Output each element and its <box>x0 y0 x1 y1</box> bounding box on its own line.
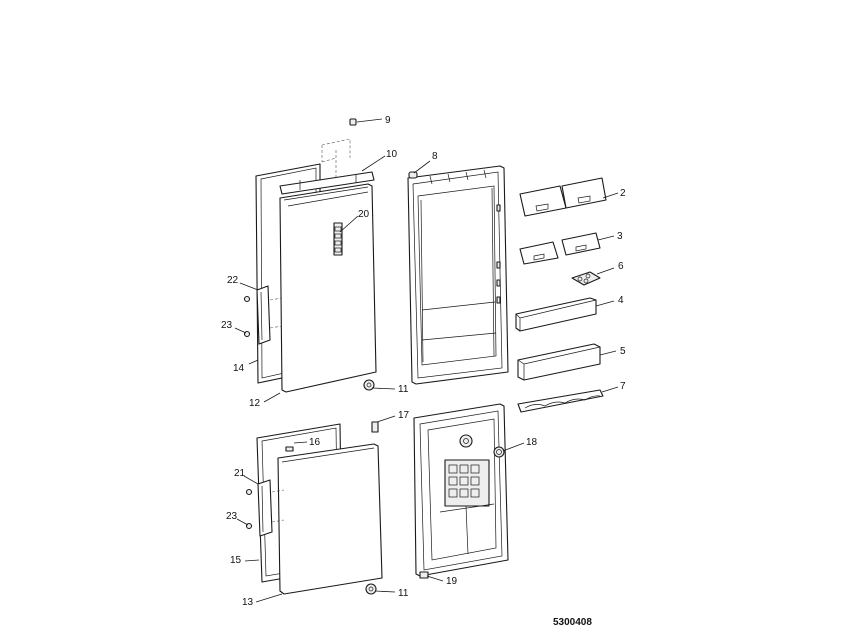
callout-20: 20 <box>358 209 370 220</box>
callout-11-lower: 11 <box>398 588 409 599</box>
part-hinge-guide <box>321 138 351 178</box>
part-lower-door-liner <box>413 403 509 577</box>
callout-16: 16 <box>309 437 321 448</box>
callout-3: 3 <box>617 231 623 242</box>
callout-21: 21 <box>234 468 246 479</box>
callout-4: 4 <box>618 295 624 306</box>
callout-18: 18 <box>526 437 538 448</box>
drawing-reference-number: 5300408 <box>553 617 592 628</box>
callout-2: 2 <box>620 188 626 199</box>
part-23-screws-lower <box>245 488 253 530</box>
part-20-display-panel <box>333 222 343 256</box>
callout-labels: 9 10 8 2 20 3 6 22 4 23 5 14 11 12 7 17 … <box>221 115 626 608</box>
part-9-cap <box>349 118 357 126</box>
part-6-egg-tray <box>571 271 601 286</box>
part-12-upper-door <box>279 183 377 393</box>
part-4-door-bin <box>515 297 597 332</box>
part-11-hinge-upper <box>363 379 375 391</box>
part-22-handle <box>256 285 283 345</box>
part-7-bottle-retainer <box>517 389 604 413</box>
callout-6: 6 <box>618 261 624 272</box>
part-16-clip <box>285 446 294 452</box>
part-8-hinge-cap <box>408 171 418 179</box>
callout-9: 9 <box>385 115 391 126</box>
part-3-small-covers <box>519 232 601 265</box>
callout-23-lower: 23 <box>226 511 238 522</box>
part-17-hinge-pin <box>371 421 379 433</box>
leader-lines <box>234 118 619 603</box>
callout-13: 13 <box>242 597 254 608</box>
callout-7: 7 <box>620 381 626 392</box>
part-5-deep-bin <box>517 343 601 381</box>
part-upper-door-liner <box>407 165 509 385</box>
callout-11-upper: 11 <box>398 384 409 395</box>
callout-19: 19 <box>446 576 458 587</box>
callout-17: 17 <box>398 410 410 421</box>
callout-5: 5 <box>620 346 626 357</box>
part-18-knob <box>493 446 505 458</box>
callout-23-upper: 23 <box>221 320 233 331</box>
part-21-handle <box>257 479 285 537</box>
part-2-shelf-covers <box>519 177 607 217</box>
callout-10: 10 <box>386 149 398 160</box>
part-19-foot <box>419 571 429 579</box>
part-13-lower-door <box>277 443 383 595</box>
callout-8: 8 <box>432 151 438 162</box>
callout-22: 22 <box>227 275 239 286</box>
callout-15: 15 <box>230 555 242 566</box>
part-11-hinge-lower <box>365 583 377 595</box>
callout-12: 12 <box>249 398 261 409</box>
callout-14: 14 <box>233 363 245 374</box>
part-10-top-cover <box>279 171 375 195</box>
part-23-screws-upper <box>243 295 251 338</box>
